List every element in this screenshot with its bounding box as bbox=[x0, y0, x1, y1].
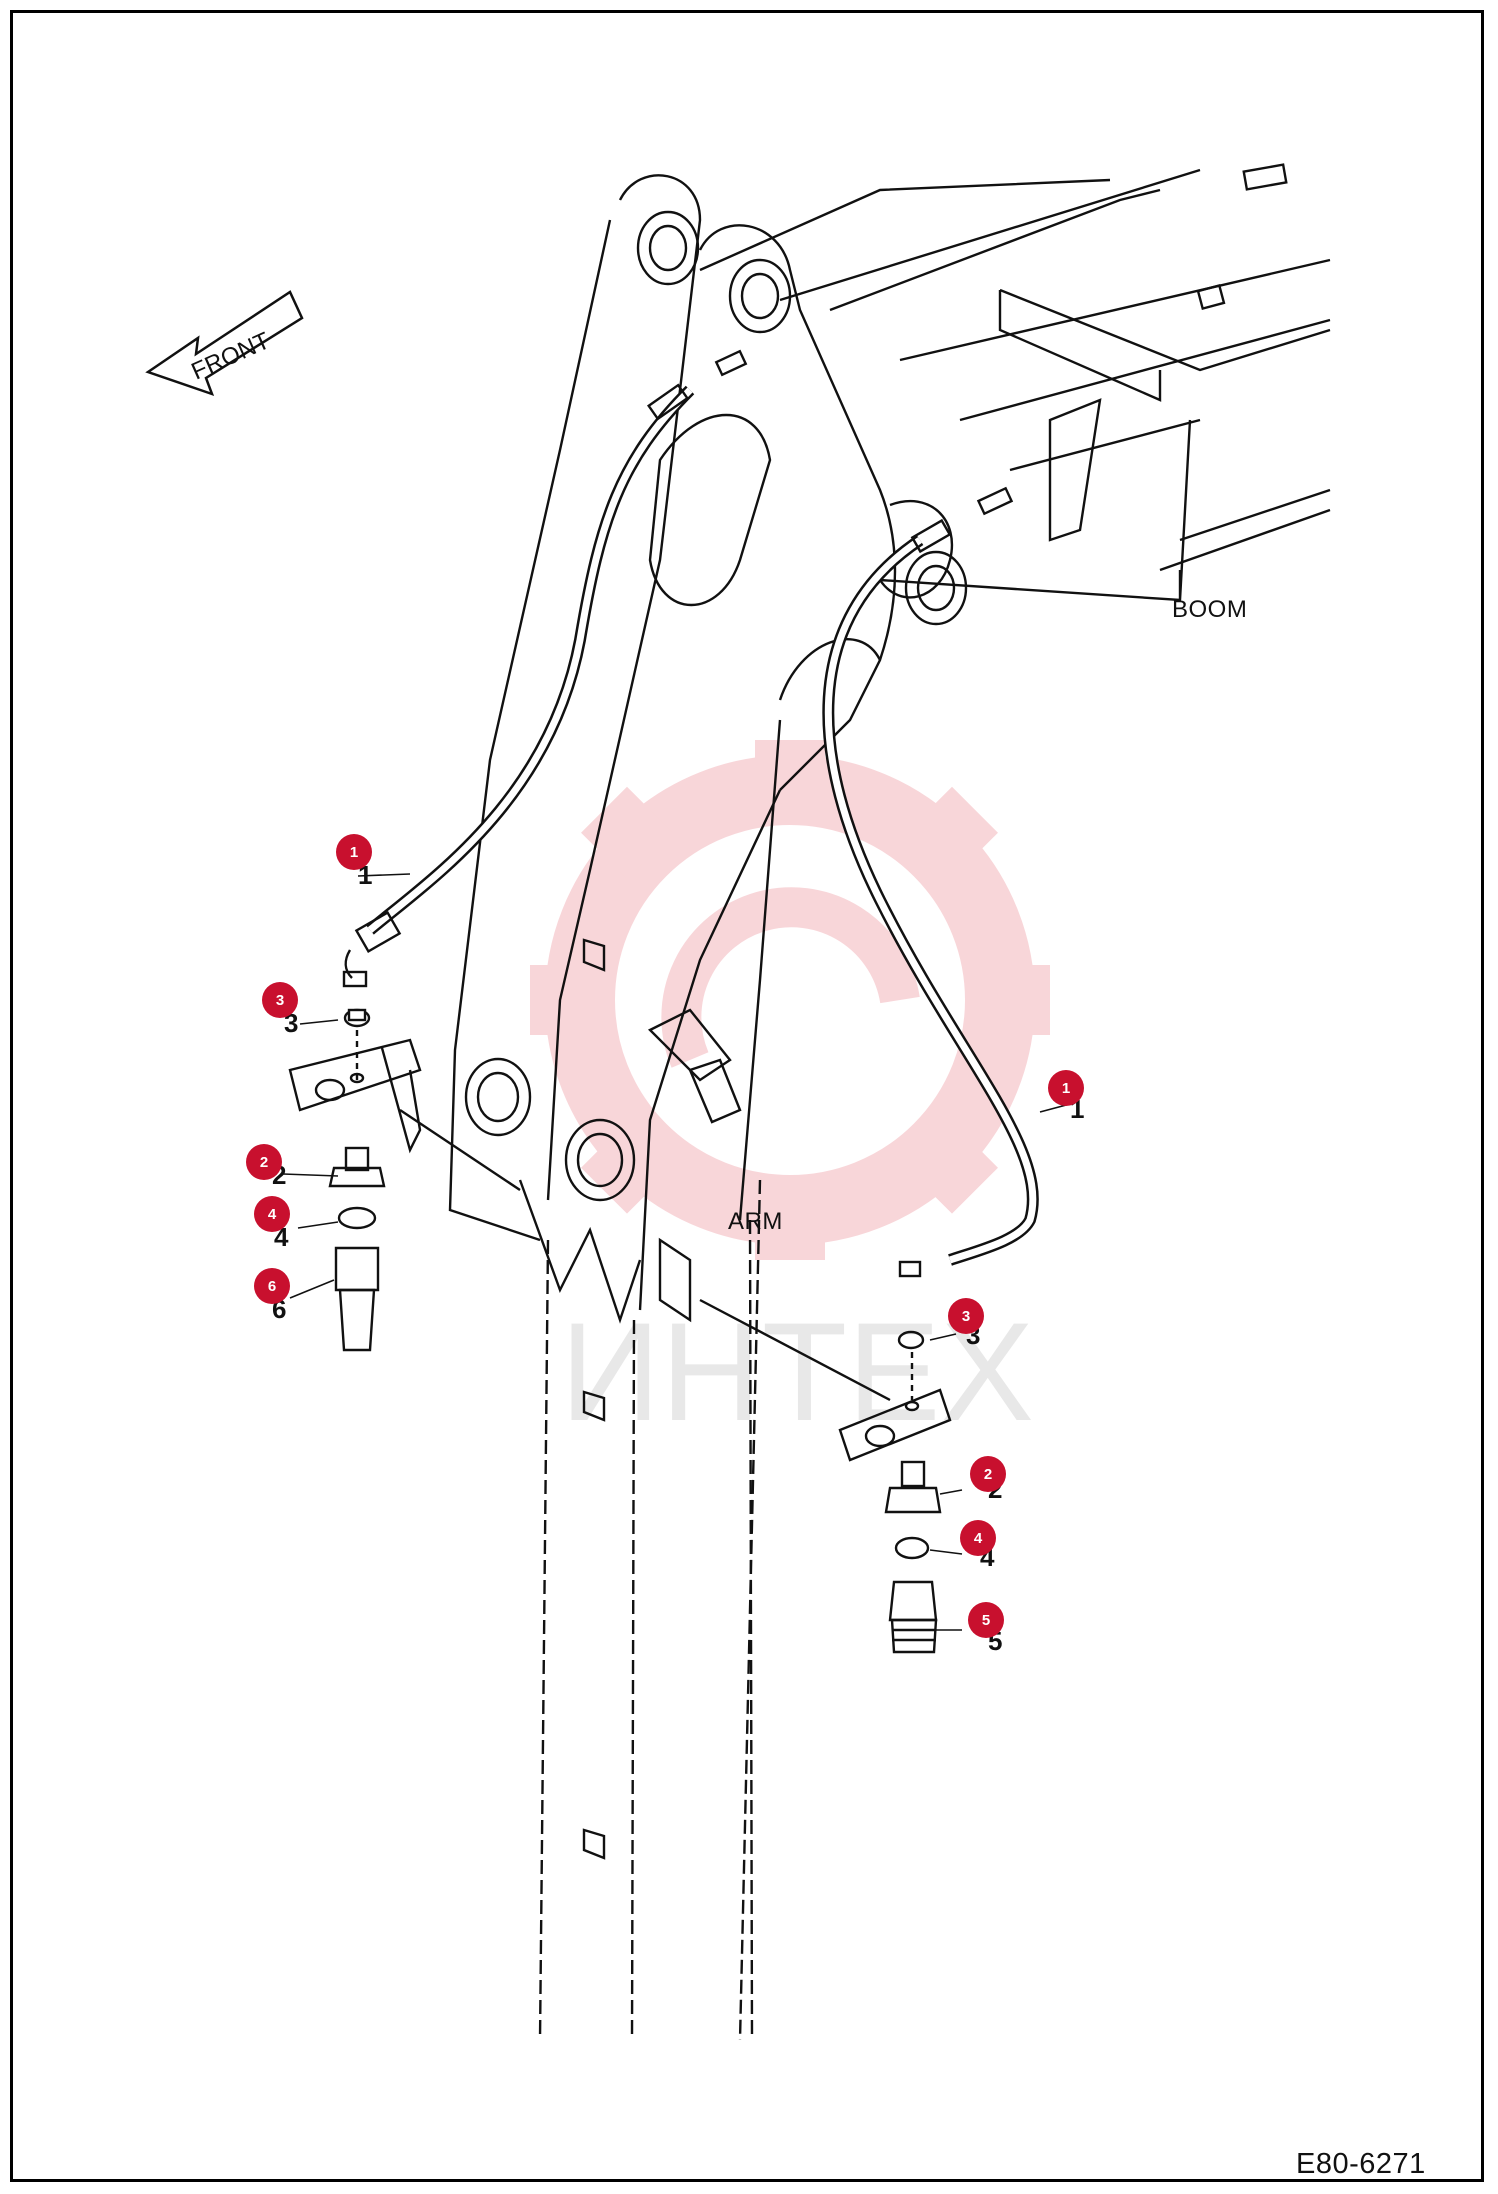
drawing-frame bbox=[10, 10, 1484, 2182]
callout-2a[interactable]: 2 bbox=[246, 1144, 282, 1180]
callout-3a[interactable]: 3 bbox=[262, 982, 298, 1018]
front-arrow-icon bbox=[145, 290, 304, 397]
hose-right bbox=[822, 418, 1201, 1266]
boom-label: BOOM bbox=[1172, 596, 1248, 623]
callout-1a[interactable]: 1 bbox=[336, 834, 372, 870]
callout-3b[interactable]: 3 bbox=[948, 1298, 984, 1334]
callout-1b[interactable]: 1 bbox=[1048, 1070, 1084, 1106]
callout-5[interactable]: 5 bbox=[968, 1602, 1004, 1638]
watermark-gear-icon bbox=[530, 740, 1050, 1260]
leader-lines bbox=[282, 873, 1071, 1631]
front-label: FRONT bbox=[187, 327, 274, 385]
left-fitting-stack bbox=[288, 910, 521, 1352]
right-fitting-stack bbox=[699, 1260, 952, 1654]
callout-4b[interactable]: 4 bbox=[960, 1520, 996, 1556]
arm-structure bbox=[448, 174, 968, 2041]
callout-2b[interactable]: 2 bbox=[970, 1456, 1006, 1492]
callout-6[interactable]: 6 bbox=[254, 1268, 290, 1304]
callout-4a[interactable]: 4 bbox=[254, 1196, 290, 1232]
arm-label: ARM bbox=[728, 1208, 783, 1235]
boom-structure bbox=[699, 163, 1331, 602]
hose-left bbox=[366, 349, 748, 935]
drawing-number: E80-6271 bbox=[1296, 2148, 1426, 2180]
